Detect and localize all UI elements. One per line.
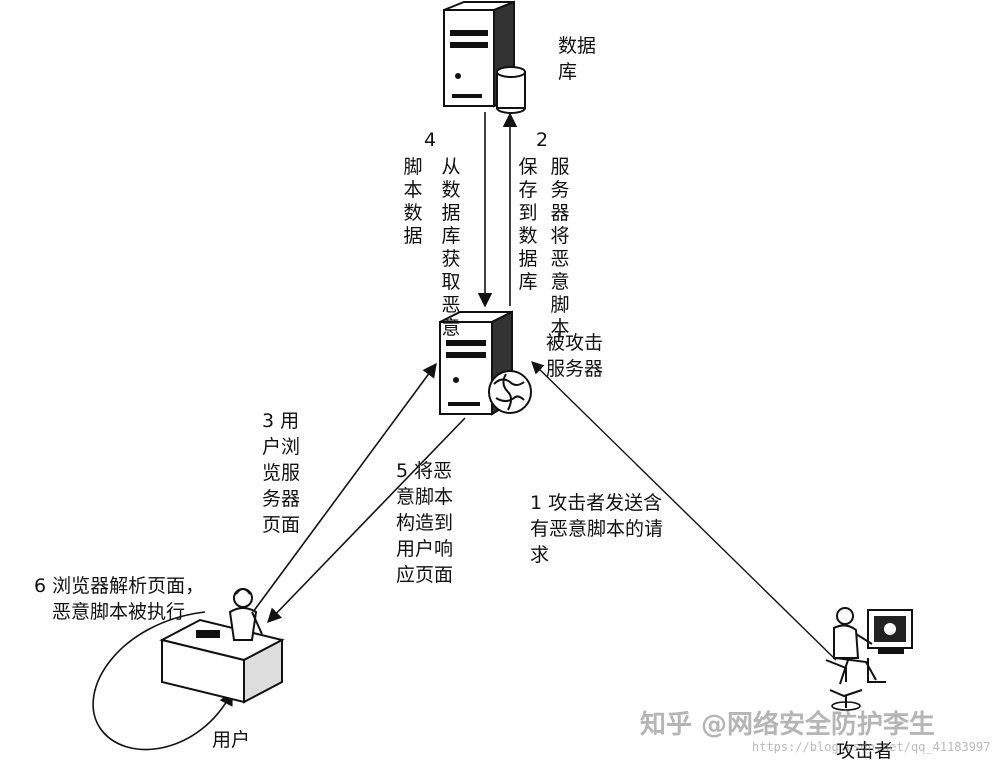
arrow-1-attacker-to-server xyxy=(531,361,837,661)
database-label: 数据库 xyxy=(558,35,597,83)
step5-label: 5 将恶意脚本构造到用户响应页面 xyxy=(396,460,454,586)
step2-text-col2: 服务器将恶意脚本 xyxy=(550,156,570,339)
step2-text-col1: 保存到数据库 xyxy=(518,156,538,293)
step4-text-col2: 从数据库获取恶意 xyxy=(441,156,461,339)
globe-icon xyxy=(488,370,532,414)
attacker-at-workstation-icon xyxy=(825,607,913,711)
step6-line1: 6 浏览器解析页面， xyxy=(34,575,205,597)
step4-text-col1: 脚本数据 xyxy=(403,156,423,247)
database-cylinder-icon xyxy=(496,66,526,114)
arrow-5-server-to-user xyxy=(266,417,466,624)
user-at-desk-icon xyxy=(159,588,285,704)
url-watermark: https://blog.csdn.net/qq_41183997 xyxy=(752,740,991,754)
arrow-6-loop xyxy=(92,611,233,751)
step4-number: 4 xyxy=(424,129,437,151)
step1-label: 1 攻击者发送含有恶意脚本的请求 xyxy=(530,492,664,566)
zhihu-watermark: 知乎 @网络安全防护李生 xyxy=(640,710,936,740)
attacker-label: 攻击者 xyxy=(836,740,894,762)
arrow-3-user-to-server xyxy=(252,362,437,613)
server-label: 被攻击服务器 xyxy=(546,332,604,380)
step6-line2: 恶意脚本被执行 xyxy=(52,601,186,623)
step2-number: 2 xyxy=(536,129,549,151)
user-label: 用户 xyxy=(212,729,251,751)
step3-label: 3 用户浏览服务器页面 xyxy=(262,410,301,536)
